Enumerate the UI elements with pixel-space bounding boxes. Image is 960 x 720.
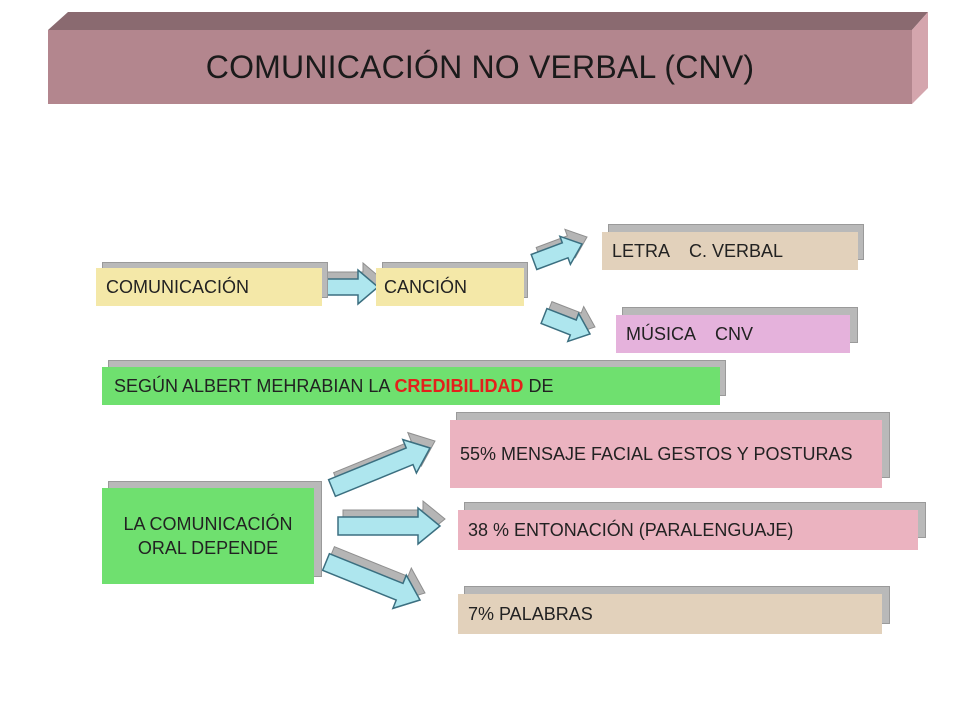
entonacion-box: 38 % ENTONACIÓN (PARALENGUAJE)	[458, 510, 918, 550]
page-title: COMUNICACIÓN NO VERBAL (CNV)	[205, 48, 755, 85]
facial-box: 55% MENSAJE FACIAL GESTOS Y POSTURAS	[450, 420, 882, 488]
mehrabian-box: SEGÚN ALBERT MEHRABIAN LA CREDIBILIDAD D…	[102, 367, 720, 405]
mehrabian-label-end: DE	[523, 375, 554, 396]
title-banner-front	[48, 30, 912, 104]
credibilidad-highlight: CREDIBILIDAD	[394, 375, 524, 396]
mehrabian-label-start: SEGÚN ALBERT MEHRABIAN LA	[114, 375, 395, 396]
title-banner: COMUNICACIÓN NO VERBAL (CNV)	[0, 0, 960, 120]
oral-box: LA COMUNICACIÓN ORAL DEPENDE	[102, 488, 314, 584]
arrow-oral-facial	[327, 438, 432, 498]
cancion-label: CANCIÓN	[384, 276, 468, 297]
title-banner-shape	[48, 12, 928, 104]
comunicacion-box: COMUNICACIÓN	[96, 268, 322, 306]
facial-label: 55% MENSAJE FACIAL GESTOS Y POSTURAS	[460, 443, 853, 464]
arrow-oral-entonacion	[337, 506, 442, 546]
oral-label: LA COMUNICACIÓN ORAL DEPENDE	[123, 513, 293, 558]
cancion-box: CANCIÓN	[376, 268, 524, 306]
palabras-label: 7% PALABRAS	[468, 603, 593, 624]
comunicacion-label: COMUNICACIÓN	[106, 276, 249, 297]
title-banner-top	[48, 12, 928, 30]
palabras-box: 7% PALABRAS	[458, 594, 882, 634]
title-banner-side	[912, 12, 928, 104]
letra-label: LETRA C. VERBAL	[612, 240, 784, 261]
entonacion-label: 38 % ENTONACIÓN (PARALENGUAJE)	[468, 519, 794, 540]
arrow-cancion-letra	[530, 235, 584, 271]
letra-box: LETRA C. VERBAL	[602, 232, 858, 270]
arrow-cancion-musica	[540, 307, 592, 343]
musica-box: MÚSICA CNV	[616, 315, 850, 353]
musica-label: MÚSICA CNV	[626, 323, 754, 344]
arrow-oral-palabras	[321, 552, 422, 610]
